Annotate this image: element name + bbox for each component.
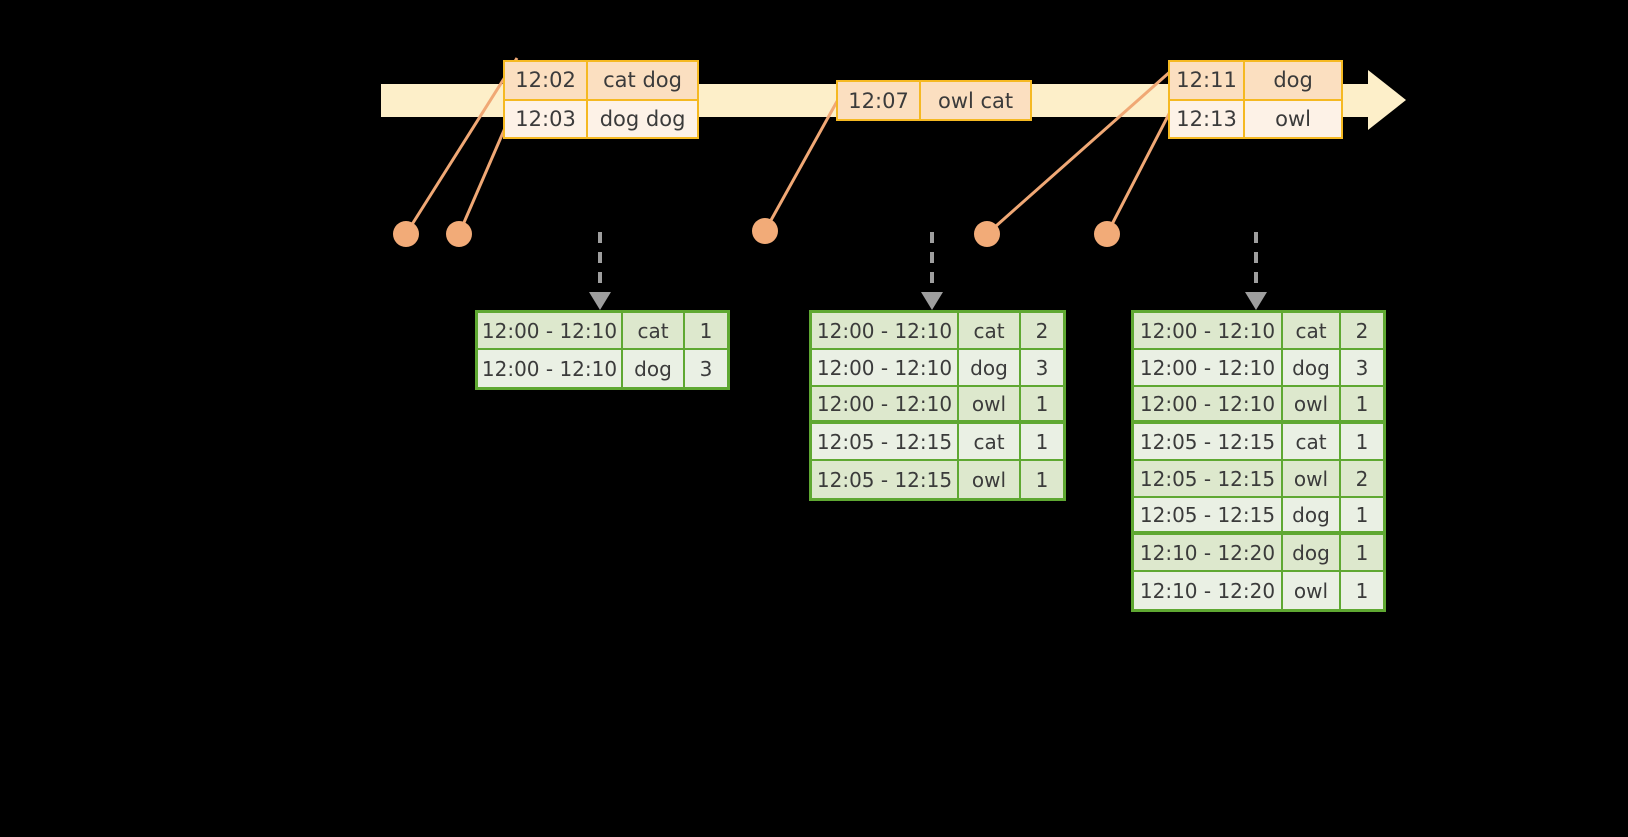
event-row: 12:13 owl <box>1170 98 1341 137</box>
event-row: 12:11 dog <box>1170 62 1341 99</box>
connector-line-5 <box>1105 111 1172 235</box>
event-value: dog <box>1245 62 1341 99</box>
event-row: 12:07 owl cat <box>838 82 1030 119</box>
window-cell: 12:05 - 12:15 <box>812 461 957 498</box>
count-cell: 1 <box>1341 424 1383 459</box>
event-time: 12:03 <box>505 100 589 137</box>
emit-arrow-shafts <box>598 232 1258 292</box>
event-time: 12:07 <box>838 82 922 119</box>
count-cell: 1 <box>1021 387 1063 420</box>
count-cell: 1 <box>1021 424 1063 459</box>
count-cell: 1 <box>1341 387 1383 420</box>
connector-line-2 <box>457 127 507 235</box>
event-time: 12:13 <box>1170 100 1246 137</box>
window-cell: 12:00 - 12:10 <box>812 313 957 348</box>
count-cell: 1 <box>1341 535 1383 570</box>
event-box-2[interactable]: 12:07 owl cat <box>836 80 1032 121</box>
timeline-arrowhead-icon <box>1368 70 1406 130</box>
window-cell: 12:05 - 12:15 <box>1134 424 1281 459</box>
event-value: cat dog <box>588 62 697 99</box>
window-cell: 12:00 - 12:10 <box>1134 313 1281 348</box>
count-cell: 3 <box>1021 350 1063 385</box>
count-cell: 1 <box>1021 461 1063 498</box>
event-box-1[interactable]: 12:02 cat dog 12:03 dog dog <box>503 60 699 139</box>
key-cell: dog <box>959 350 1019 385</box>
key-cell: dog <box>1283 535 1339 570</box>
emit-arrow-1-head <box>589 292 611 310</box>
count-cell: 2 <box>1341 461 1383 496</box>
event-time: 12:11 <box>1170 62 1246 99</box>
count-cell: 1 <box>685 313 727 348</box>
window-cell: 12:05 - 12:15 <box>812 424 957 459</box>
key-cell: dog <box>623 350 683 387</box>
event-box-3[interactable]: 12:11 dog 12:13 owl <box>1168 60 1343 139</box>
count-cell: 3 <box>1341 350 1383 385</box>
window-cell: 12:00 - 12:10 <box>1134 350 1281 385</box>
dot-4 <box>974 221 1000 247</box>
connector-dots <box>393 218 1120 247</box>
event-value: owl <box>1245 100 1341 137</box>
key-cell: dog <box>1283 350 1339 385</box>
dot-1 <box>393 221 419 247</box>
count-cell: 1 <box>1341 498 1383 531</box>
key-cell: cat <box>959 424 1019 459</box>
key-cell: cat <box>623 313 683 348</box>
dot-2 <box>446 221 472 247</box>
window-cell: 12:10 - 12:20 <box>1134 535 1281 570</box>
count-cell: 1 <box>1341 572 1383 609</box>
key-cell: owl <box>959 461 1019 498</box>
emit-arrow-2-head <box>921 292 943 310</box>
event-row: 12:03 dog dog <box>505 98 697 137</box>
window-cell: 12:00 - 12:10 <box>478 350 621 387</box>
event-value: dog dog <box>588 100 697 137</box>
count-cell: 3 <box>685 350 727 387</box>
emit-arrow-3-head <box>1245 292 1267 310</box>
window-cell: 12:00 - 12:10 <box>812 387 957 420</box>
count-cell: 2 <box>1341 313 1383 348</box>
key-cell: dog <box>1283 498 1339 531</box>
window-cell: 12:05 - 12:15 <box>1134 498 1281 531</box>
window-cell: 12:00 - 12:10 <box>1134 387 1281 420</box>
key-cell: owl <box>959 387 1019 420</box>
key-cell: cat <box>1283 424 1339 459</box>
key-cell: owl <box>1283 572 1339 609</box>
window-cell: 12:10 - 12:20 <box>1134 572 1281 609</box>
key-cell: owl <box>1283 387 1339 420</box>
event-value: owl cat <box>921 82 1030 119</box>
key-cell: cat <box>959 313 1019 348</box>
window-cell: 12:00 - 12:10 <box>478 313 621 348</box>
key-cell: owl <box>1283 461 1339 496</box>
window-cell: 12:00 - 12:10 <box>812 350 957 385</box>
dot-3 <box>752 218 778 244</box>
event-time: 12:02 <box>505 62 589 99</box>
event-row: 12:02 cat dog <box>505 62 697 99</box>
key-cell: cat <box>1283 313 1339 348</box>
count-cell: 2 <box>1021 313 1063 348</box>
emit-arrow-heads <box>589 292 1267 310</box>
window-cell: 12:05 - 12:15 <box>1134 461 1281 496</box>
dot-5 <box>1094 221 1120 247</box>
